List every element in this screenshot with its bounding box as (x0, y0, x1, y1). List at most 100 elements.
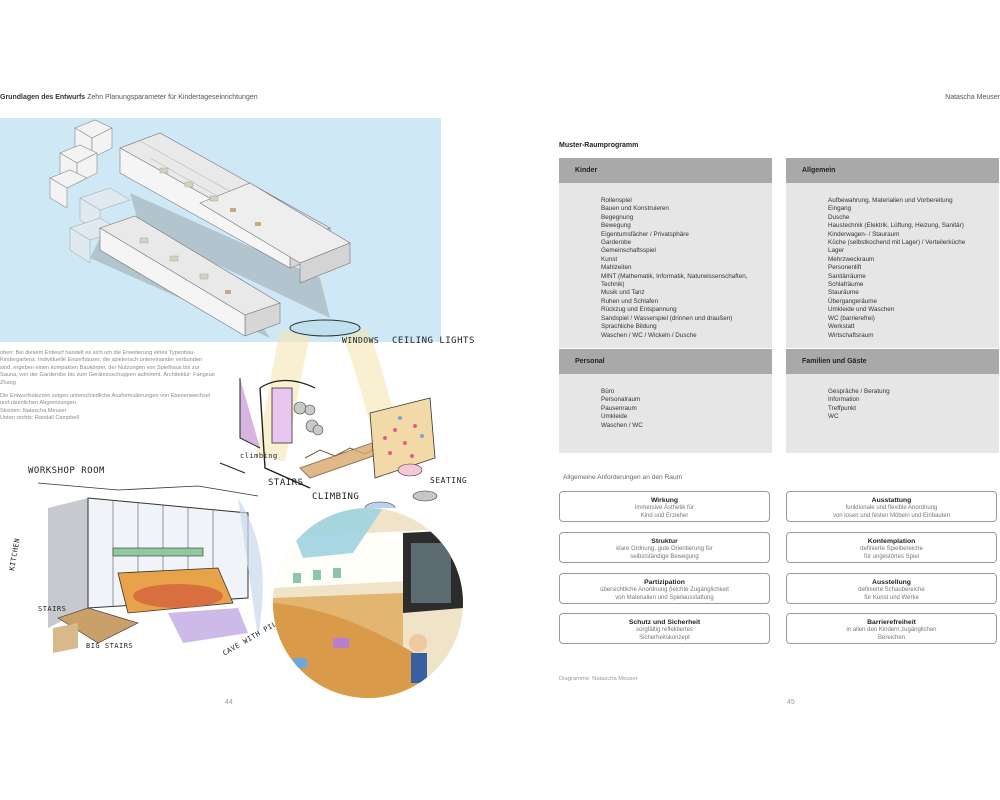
list-item: Waschen / WC (601, 421, 643, 429)
requirement-desc: Kind und Erzieher (640, 512, 689, 519)
list-item: Wirtschaftsraum (828, 331, 874, 339)
running-header-left: Grundlagen des Entwurfs Zehn Planungspar… (0, 94, 258, 101)
header-subtitle: Zehn Planungsparameter für Kindertagesei… (87, 94, 258, 101)
list-item: Gemeinschaftsspiel (601, 247, 656, 255)
list-item: Dusche (828, 213, 850, 221)
requirement-box: Ausstellung definierte Schaubereiche für… (786, 573, 997, 604)
list-item: Eingang (828, 205, 852, 213)
list-item: Ruhen und Schlafen (601, 297, 659, 305)
panel-heading: Familien und Gäste (786, 349, 999, 374)
list-item: Waschen / WC / Wickeln / Dusche (601, 331, 697, 339)
requirement-box: Partizipation übersichtliche Anordnung (… (559, 573, 770, 604)
label-stairs-right: STAIRS (268, 478, 304, 488)
list-item: Haustechnik (Elektrik, Lüftung, Heizung,… (828, 222, 964, 230)
list-item: Lager (828, 247, 845, 255)
list-item: WC (barrierefrei) (828, 314, 875, 322)
requirement-desc: von Materialien und Spielausstattung (615, 594, 714, 601)
requirement-desc: klare Ordnung, gute Orientierung für (616, 546, 713, 552)
isometric-rendering (0, 118, 441, 342)
requirement-title: Struktur (651, 538, 678, 545)
running-header-right: Natascha Meuser (945, 94, 1000, 101)
list-item: Garderobe (601, 239, 632, 247)
label-ceiling-lights: CEILING LIGHTS (392, 336, 475, 346)
requirement-desc: übersichtliche Anordnung (leichte Zugäng… (600, 587, 729, 593)
list-item: Umkleide (601, 413, 628, 421)
list-item: Küche (selbstkochend mit Lager) / Vertei… (828, 239, 966, 247)
caption-paragraph-1: oben: Bei diesem Entwurf handelt es sich… (0, 350, 215, 386)
list-item: Mehrzweckraum (828, 255, 875, 263)
list-item: Personenlift (828, 264, 862, 272)
requirement-title: Kontemplation (867, 538, 916, 545)
label-workshop-room: WORKSHOP ROOM (28, 466, 105, 476)
list-item: Personalraum (601, 396, 641, 404)
requirement-desc: Sicherheitskonzept (639, 634, 690, 641)
requirement-title: Barrierefreiheit (867, 619, 916, 626)
label-climbing-small: climbing (240, 452, 278, 460)
label-climbing: CLIMBING (312, 492, 360, 502)
requirement-desc: definierte Schaubereiche (858, 587, 925, 593)
list-item: Stauräume (828, 289, 859, 297)
list-item: Sanitärräume (828, 272, 866, 280)
list-item: Rollenspiel (601, 197, 632, 204)
requirement-box: Struktur klare Ordnung, gute Orientierun… (559, 532, 770, 563)
requirement-desc: in allen den Kindern zugänglichen (846, 627, 937, 633)
list-item: Gespräche / Beratung (828, 388, 890, 395)
allgemein-list: Aufbewahrung, Materialien und Vorbereitu… (786, 183, 999, 340)
list-item: Büro (601, 388, 615, 395)
list-item: Begegnung (601, 213, 634, 221)
list-item: Kunst (601, 255, 618, 263)
list-item: Rückzug und Entspannung (601, 306, 677, 314)
interior-photo (273, 508, 463, 698)
requirement-box: Kontemplation definierte Spielbereiche f… (786, 532, 997, 563)
panel-heading: Allgemein (786, 158, 999, 183)
diagram-credit: Diagramme: Natascha Meuser (559, 676, 638, 682)
page-number-right: 45 (787, 699, 795, 706)
requirement-desc: selbstständige Bewegung (630, 553, 699, 560)
list-item: MINT (Mathematik, Informatik, Naturwisse… (601, 272, 748, 280)
list-item: Pausenraum (601, 404, 637, 412)
requirements-title: Allgemeine Anforderungen an den Raum (563, 474, 683, 481)
image-caption: oben: Bei diesem Entwurf handelt es sich… (0, 350, 215, 423)
requirement-title: Schutz und Sicherheit (628, 619, 701, 626)
list-item: Treffpunkt (828, 404, 857, 412)
list-item: Bauen und Konstruieren (601, 205, 669, 213)
label-big-stairs: BIG STAIRS (86, 642, 134, 650)
list-item: Musik und Tanz (601, 289, 645, 297)
caption-paragraph-2: Die Entwurfsskizzen zeigen unterschiedli… (0, 393, 211, 407)
list-item: Mahlzeiten (601, 264, 632, 272)
list-item: Information (828, 396, 860, 404)
list-item: Eigentumsfächer / Privatsphäre (601, 230, 689, 238)
list-item: Sprachliche Bildung (601, 323, 657, 331)
header-section: Grundlagen des Entwurfs (0, 94, 86, 101)
requirement-box: Barrierefreiheit in allen den Kindern zu… (786, 613, 997, 644)
label-seating: SEATING (430, 476, 468, 485)
room-program-title: Muster-Raumprogramm (559, 142, 639, 149)
sketch-workshop-room (18, 478, 278, 673)
list-item: Übergangeräume (828, 297, 878, 305)
requirement-desc: sorgfältig reflektiertes (635, 627, 694, 633)
requirement-desc: definierte Spielbereiche (860, 546, 923, 552)
requirement-box: Wirkung immersive Ästhetik für Kind und … (559, 491, 770, 522)
requirement-box: Schutz und Sicherheit sorgfältig reflekt… (559, 613, 770, 644)
list-item: Sandspiel / Wasserspiel (drinnen und dra… (601, 314, 733, 322)
list-item: Bewegung (601, 222, 631, 230)
requirement-desc: für ungestörtes Spiel (863, 553, 920, 560)
list-item: Werkstatt (828, 323, 855, 331)
requirement-title: Partizipation (644, 579, 685, 586)
list-item: WC (828, 413, 839, 421)
requirement-desc: für Kunst und Werke (864, 594, 919, 601)
requirement-desc: immersive Ästhetik für (634, 505, 694, 511)
requirement-title: Ausstellung (872, 579, 911, 586)
list-item: Kinderwagen- / Stauraum (828, 230, 900, 238)
panel-heading: Kinder (559, 158, 772, 183)
requirement-title: Ausstattung (871, 497, 912, 504)
isometric-building-illustration (49, 119, 351, 338)
panel-allgemein: Allgemein Aufbewahrung, Materialien und … (786, 158, 999, 348)
requirement-title: Wirkung (650, 497, 679, 504)
requirement-box: Ausstattung funktionale und flexible Ano… (786, 491, 997, 522)
